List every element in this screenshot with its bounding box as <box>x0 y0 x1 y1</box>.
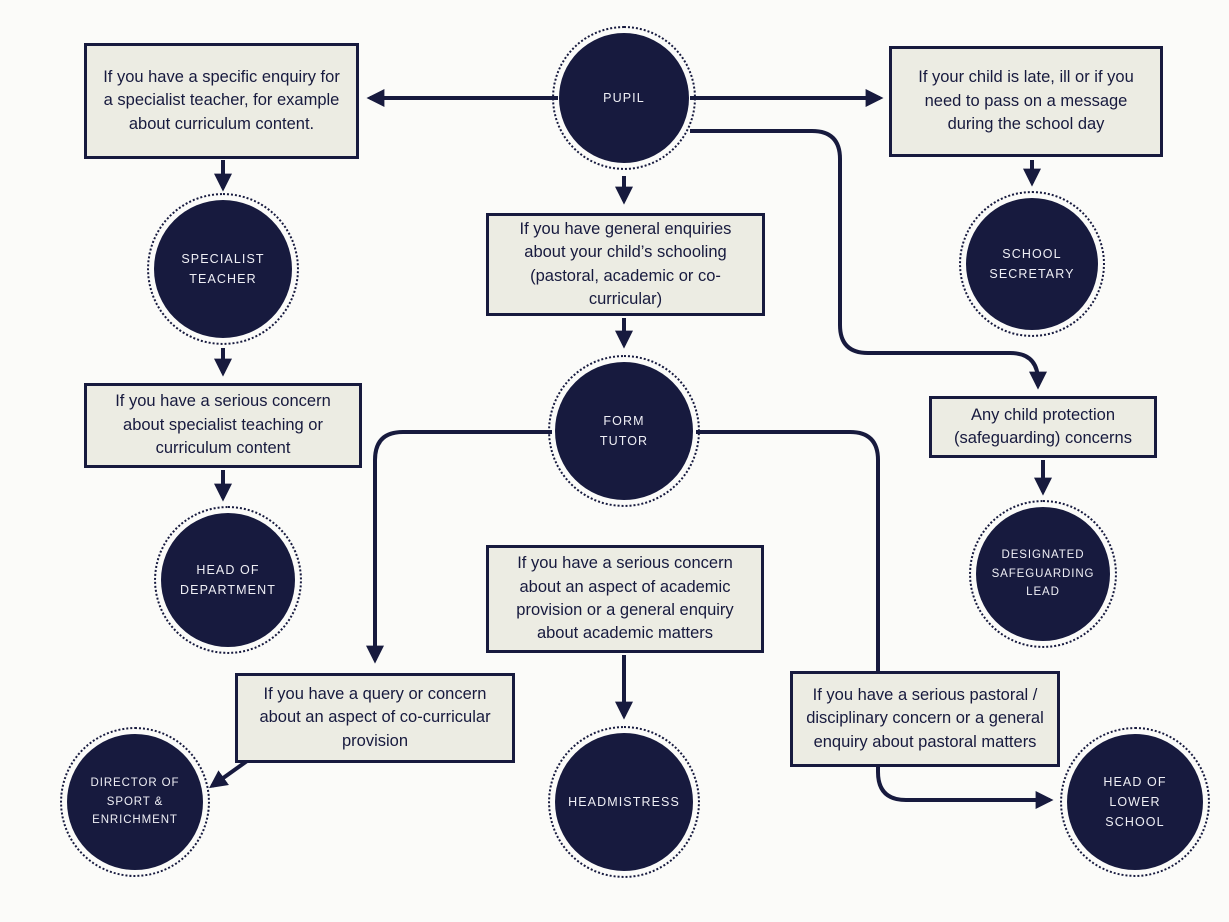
node-director-of-sport-circle: DIRECTOR OF SPORT & ENRICHMENT <box>67 734 203 870</box>
box-general-enquiries-text: If you have general enquiries about your… <box>519 219 732 308</box>
box-specialist-enquiry: If you have a specific enquiry for a spe… <box>84 43 359 159</box>
node-director-of-sport-label: DIRECTOR OF SPORT & ENRICHMENT <box>90 777 180 827</box>
box-late-ill-message: If your child is late, ill or if you nee… <box>889 46 1163 157</box>
box-serious-specialist-concern-text: If you have a serious concern about spec… <box>115 392 331 458</box>
node-specialist-teacher-label: SPECIALIST TEACHER <box>181 252 265 286</box>
box-safeguarding: Any child protection (safeguarding) conc… <box>929 396 1157 458</box>
node-head-of-lower-school-circle: HEAD OF LOWER SCHOOL <box>1067 734 1203 870</box>
node-form-tutor-circle: FORM TUTOR <box>555 362 693 500</box>
node-head-of-department-label: HEAD OF DEPARTMENT <box>180 563 276 597</box>
box-late-ill-message-text: If your child is late, ill or if you nee… <box>918 68 1134 134</box>
box-safeguarding-text: Any child protection (safeguarding) conc… <box>954 405 1132 447</box>
box-pastoral: If you have a serious pastoral / discipl… <box>790 671 1060 767</box>
node-headmistress-circle: HEADMISTRESS <box>555 733 693 871</box>
node-form-tutor-label: FORM TUTOR <box>599 414 649 448</box>
connector-form-tutor-to-co-curricular-box <box>366 430 552 664</box>
box-serious-specialist-concern: If you have a serious concern about spec… <box>84 383 362 468</box>
node-form-tutor: FORM TUTOR <box>548 355 700 507</box>
node-school-secretary-circle: SCHOOL SECRETARY <box>966 198 1098 330</box>
connector-form-tutor-to-head-of-lower-school <box>696 430 1054 809</box>
box-academic-concern-text: If you have a serious concern about an a… <box>516 554 734 643</box>
connector-pupil-to-safeguarding-box <box>690 129 1047 390</box>
node-head-of-lower-school: HEAD OF LOWER SCHOOL <box>1060 727 1210 877</box>
node-director-of-sport: DIRECTOR OF SPORT & ENRICHMENT <box>60 727 210 877</box>
node-specialist-teacher: SPECIALIST TEACHER <box>147 193 299 345</box>
connector-co-curricular-box-to-director-of-sport <box>209 759 249 789</box>
box-academic-concern: If you have a serious concern about an a… <box>486 545 764 653</box>
node-head-of-department-circle: HEAD OF DEPARTMENT <box>161 513 295 647</box>
box-co-curricular-text: If you have a query or concern about an … <box>259 684 491 750</box>
node-designated-safeguarding-lead-label: DESIGNATED SAFEGUARDING LEAD <box>991 549 1095 599</box>
box-co-curricular: If you have a query or concern about an … <box>235 673 515 763</box>
node-headmistress: HEADMISTRESS <box>548 726 700 878</box>
node-pupil-label: PUPIL <box>603 91 645 105</box>
node-school-secretary: SCHOOL SECRETARY <box>959 191 1105 337</box>
node-school-secretary-label: SCHOOL SECRETARY <box>989 247 1075 281</box>
box-specialist-enquiry-text: If you have a specific enquiry for a spe… <box>103 67 340 133</box>
box-general-enquiries: If you have general enquiries about your… <box>486 213 765 316</box>
node-pupil-circle: PUPIL <box>559 33 689 163</box>
node-head-of-lower-school-label: HEAD OF LOWER SCHOOL <box>1103 775 1167 829</box>
box-pastoral-text: If you have a serious pastoral / discipl… <box>806 685 1044 751</box>
node-designated-safeguarding-lead: DESIGNATED SAFEGUARDING LEAD <box>969 500 1117 648</box>
node-head-of-department: HEAD OF DEPARTMENT <box>154 506 302 654</box>
node-designated-safeguarding-lead-circle: DESIGNATED SAFEGUARDING LEAD <box>976 507 1110 641</box>
node-headmistress-label: HEADMISTRESS <box>568 795 680 809</box>
node-pupil: PUPIL <box>552 26 696 170</box>
node-specialist-teacher-circle: SPECIALIST TEACHER <box>154 200 292 338</box>
